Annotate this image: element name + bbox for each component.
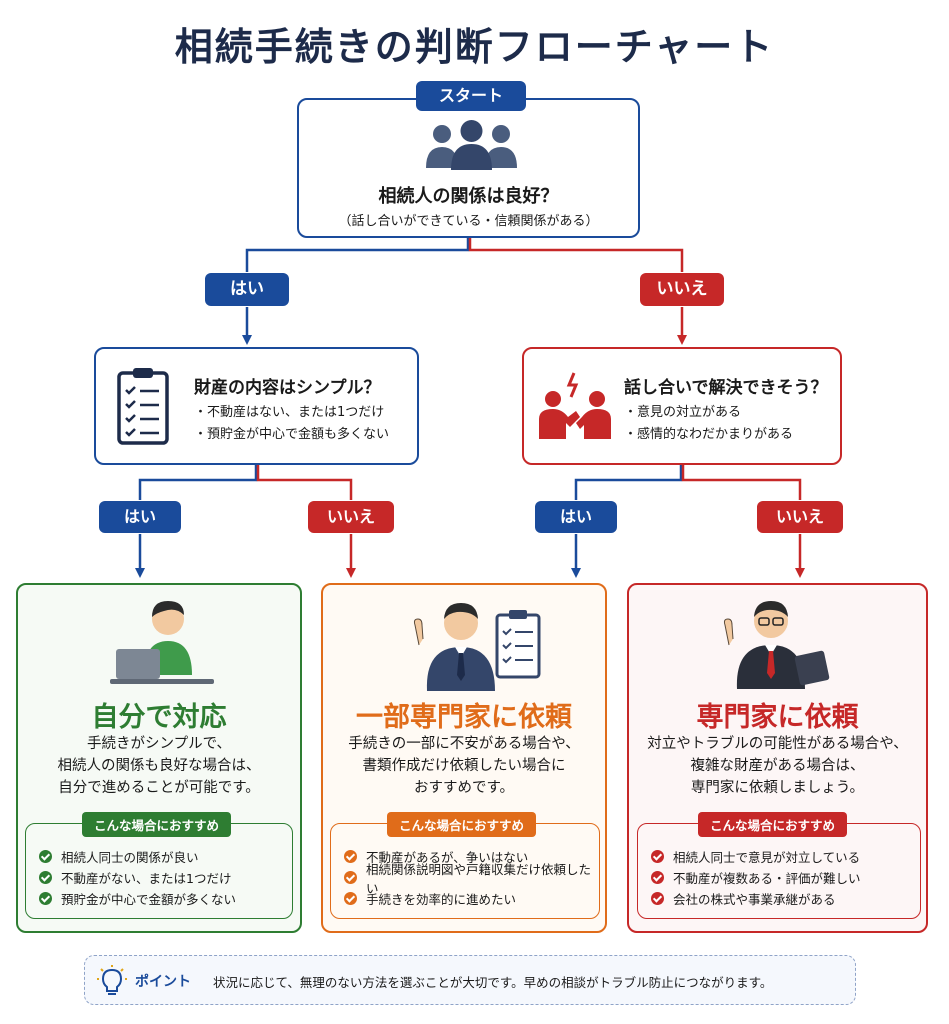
check-icon [39,892,52,905]
desc-line: 専門家に依頼しましょう。 [690,780,865,796]
recommend-item: 預貯金が中心で金額が多くない [39,888,236,909]
start-question: 相続人の関係は良好？ [378,186,559,207]
recommend-item: 相続関係説明図や戸籍収集だけ依頼したい [344,862,599,896]
result-self-card: 自分で対応 手続きがシンプルで、 相続人の関係も良好な場合は、 自分で進めること… [16,583,302,933]
right-question-item: ・感情的なわだかまりがある [624,427,794,442]
left-question-item: ・預貯金が中心で金額も多くない [194,427,390,442]
check-icon [344,871,357,884]
right-question-item: ・意見の対立がある [624,405,742,420]
connector-start-yes [245,238,470,272]
left-question-item: ・不動産はない、または1つだけ [194,405,385,420]
connector-right-no [681,465,802,500]
recommend-label: こんな場合におすすめ [82,812,232,837]
advisor-clipboard-icon [413,603,541,691]
desc-line: 自分で進めることが可能です。 [58,780,260,796]
clipboard-checklist-icon [117,368,169,445]
desc-line: 手続きがシンプルで、 [87,736,231,752]
connector-left-yes [138,465,258,500]
recommend-item: 相続人同士で意見が対立している [651,846,861,867]
point-label: ポイント [135,974,191,990]
recommend-label: こんな場合におすすめ [387,812,537,837]
result-partial-desc: 手続きの一部に不安がある場合や、 書類作成だけ依頼したい場合に おすすめです。 [323,733,605,799]
check-icon [651,871,664,884]
result-expert-desc: 対立やトラブルの可能性がある場合や、 複雑な財産がある場合は、 専門家に依頼しま… [629,733,926,799]
page-title: 相続手続きの判断フローチャート [174,25,775,69]
desc-line: 手続きの一部に不安がある場合や、 [348,736,580,752]
desc-line: 書類作成だけ依頼したい場合に [362,758,566,774]
recommend-item: 会社の株式や事業承継がある [651,888,861,909]
result-self-title: 自分で対応 [91,702,227,733]
left-question-node: 財産の内容はシンプル？ ・不動産はない、または1つだけ ・預貯金が中心で金額も多… [94,347,419,465]
desc-line: 複雑な財産がある場合は、 [690,758,865,774]
right-question-title: 話し合いで解決できそう？ [624,378,828,398]
check-icon [651,892,664,905]
check-icon [651,850,664,863]
conflict-icon [539,372,611,439]
desc-line: 対立やトラブルの可能性がある場合や、 [647,736,908,752]
right-question-node: 話し合いで解決できそう？ ・意見の対立がある ・感情的なわだかまりがある [522,347,842,465]
result-expert-title: 専門家に依頼 [696,702,859,733]
recommend-label: こんな場合におすすめ [698,812,848,837]
check-icon [39,871,52,884]
no-badge-level1: いいえ [640,273,724,306]
yes-badge-level1: はい [205,273,289,306]
start-badge: スタート [416,81,526,111]
check-icon [344,892,357,905]
yes-badge-left: はい [99,501,181,533]
recommend-item: 不動産があるが、争いはない [344,846,599,867]
point-text: 状況に応じて、無理のない方法を選ぶことが大切です。早めの相談がトラブル防止につな… [213,975,773,990]
recommend-item: 相続人同士の関係が良い [39,846,236,867]
point-bar: ポイント 状況に応じて、無理のない方法を選ぶことが大切です。早めの相談がトラブル… [84,955,856,1005]
desc-line: おすすめです。 [413,780,515,796]
lightbulb-icon [97,965,127,995]
recommend-box-partial: こんな場合におすすめ 不動産があるが、争いはない 相続関係説明図や戸籍収集だけ依… [330,812,600,919]
recommend-item: 手続きを効率的に進めたい [344,888,599,909]
connector-left-no [256,465,353,500]
left-question-title: 財産の内容はシンプル？ [194,378,381,398]
recommend-item: 不動産がない、または1つだけ [39,867,236,888]
people-group-icon [426,120,517,170]
check-icon [39,850,52,863]
no-badge-right: いいえ [757,501,843,533]
desc-line: 相続人の関係も良好な場合は、 [57,758,261,774]
result-partial-title: 一部専門家に依頼 [356,702,572,733]
recommend-box-expert: こんな場合におすすめ 相続人同士で意見が対立している 不動産が複数ある・評価が難… [637,812,921,919]
connector-start-no [468,238,684,272]
recommend-item: 不動産が複数ある・評価が難しい [651,867,861,888]
expert-lawyer-icon [723,601,830,689]
result-partial-card: 一部専門家に依頼 手続きの一部に不安がある場合や、 書類作成だけ依頼したい場合に… [321,583,607,933]
no-badge-left: いいえ [308,501,394,533]
start-subtext: （話し合いができている・信頼関係がある） [338,214,599,229]
yes-badge-right: はい [535,501,617,533]
result-self-desc: 手続きがシンプルで、 相続人の関係も良好な場合は、 自分で進めることが可能です。 [18,733,300,799]
recommend-box-self: こんな場合におすすめ 相続人同士の関係が良い 不動産がない、または1つだけ 預貯… [25,812,293,919]
result-expert-card: 専門家に依頼 対立やトラブルの可能性がある場合や、 複雑な財産がある場合は、 専… [627,583,928,933]
person-laptop-icon [110,601,214,684]
start-node: 相続人の関係は良好？ （話し合いができている・信頼関係がある） [297,98,640,238]
check-icon [344,850,357,863]
connector-right-yes [574,465,683,500]
